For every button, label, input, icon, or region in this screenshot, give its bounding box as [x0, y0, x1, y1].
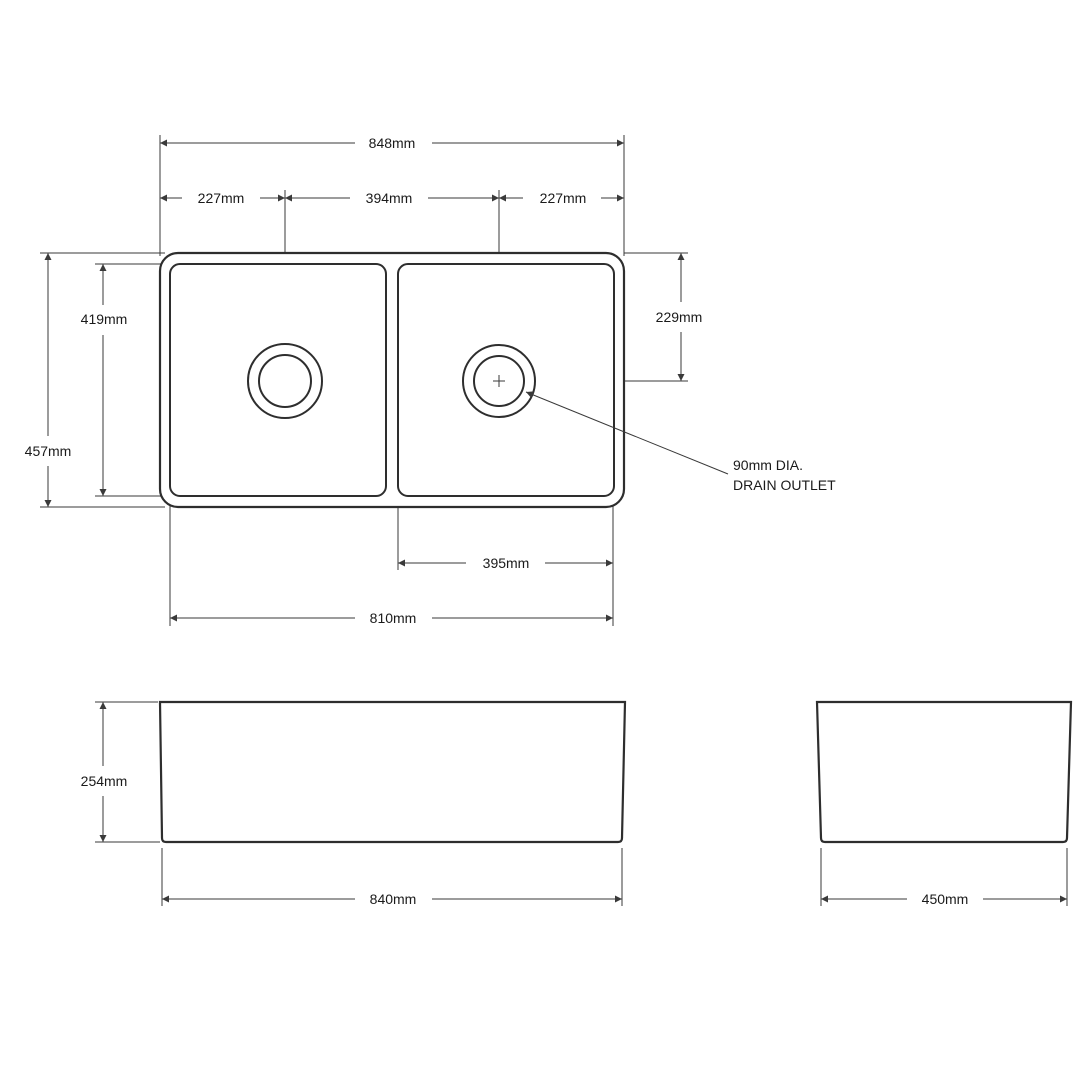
dimension-419: 419mm: [81, 264, 128, 496]
dimension-229: 229mm: [656, 253, 703, 381]
dimension-254: 254mm: [81, 702, 128, 842]
dim-label-840: 840mm: [370, 891, 417, 907]
dimension-457: 457mm: [25, 253, 72, 507]
dimension-840: 840mm: [162, 891, 622, 907]
callout-line-1: 90mm DIA.: [733, 457, 803, 473]
front-elevation: 254mm 840mm: [81, 700, 627, 907]
drain-callout: 90mm DIA. DRAIN OUTLET: [525, 391, 836, 493]
plan-view: 848mm 227mm 394mm 227mm 419mm 457mm: [25, 135, 836, 626]
dim-label-394: 394mm: [366, 190, 413, 206]
dim-label-848: 848mm: [369, 135, 416, 151]
dim-label-810: 810mm: [370, 610, 417, 626]
dim-label-457: 457mm: [25, 443, 72, 459]
dimension-drain-row: 227mm 394mm 227mm: [160, 190, 624, 206]
dim-label-227-left: 227mm: [198, 190, 245, 206]
dim-label-229: 229mm: [656, 309, 703, 325]
dimension-848: 848mm: [160, 135, 624, 151]
dimension-810: 810mm: [170, 610, 613, 626]
dim-label-254: 254mm: [81, 773, 128, 789]
dim-label-227-right: 227mm: [540, 190, 587, 206]
left-drain: [247, 343, 323, 419]
dim-label-450: 450mm: [922, 891, 969, 907]
callout-line-2: DRAIN OUTLET: [733, 477, 836, 493]
side-view-outline: [815, 700, 1073, 844]
front-view-outline: [158, 700, 627, 844]
right-drain: [462, 344, 536, 418]
dimension-395: 395mm: [398, 555, 613, 571]
dim-label-419: 419mm: [81, 311, 128, 327]
dim-label-395: 395mm: [483, 555, 530, 571]
side-elevation: 450mm: [815, 700, 1073, 907]
dimension-450: 450mm: [821, 891, 1067, 907]
